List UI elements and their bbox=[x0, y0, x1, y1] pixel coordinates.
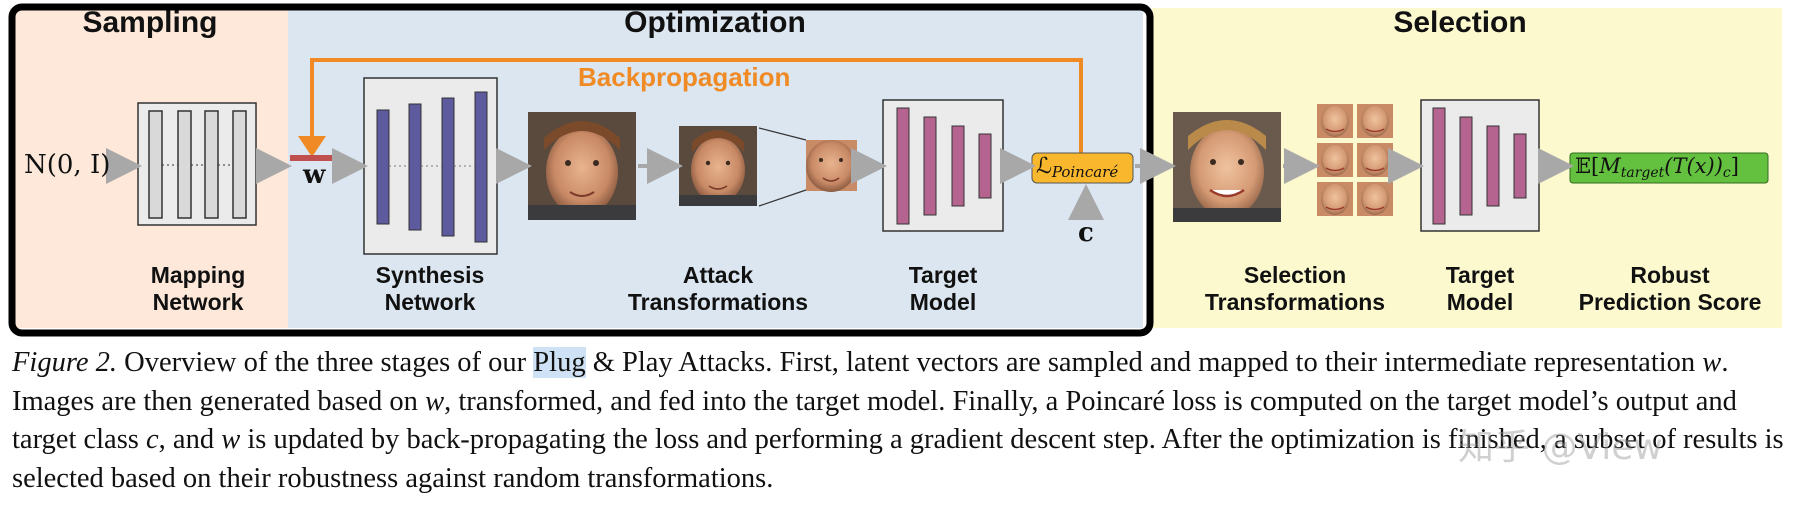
caption-text: , transformed, and fed into the target m… bbox=[12, 385, 1737, 456]
generated-face-image bbox=[528, 112, 636, 220]
caption-highlighted-word: Plug bbox=[533, 347, 586, 378]
label-line: Model bbox=[1446, 289, 1514, 315]
backpropagation-label: Backpropagation bbox=[578, 62, 791, 92]
sampling-title: Sampling bbox=[82, 6, 218, 39]
label-line: Robust bbox=[1630, 262, 1710, 288]
caption-figure-number: Figure 2. bbox=[12, 347, 118, 378]
loss-subscript: Poincaré bbox=[1051, 163, 1119, 181]
target-class-label: c bbox=[1078, 218, 1094, 248]
backpropagation-arrow bbox=[310, 58, 1083, 162]
caption-var-w: w bbox=[425, 385, 445, 417]
synthesis-network-bars bbox=[376, 91, 488, 243]
label-line: Prediction Score bbox=[1578, 289, 1762, 315]
label-line: Target bbox=[1445, 262, 1515, 288]
figure-caption: Figure 2. Overview of the three stages o… bbox=[12, 344, 1792, 498]
mapping-network-label: Mapping Network bbox=[118, 262, 278, 316]
loss-symbol: ℒ bbox=[1036, 154, 1052, 179]
score-expectation: 𝔼[ bbox=[1575, 154, 1600, 178]
selected-face-image bbox=[1173, 112, 1281, 222]
label-line: Model bbox=[909, 289, 977, 315]
caption-text: , and bbox=[158, 424, 222, 455]
backpropagation-arrowhead bbox=[298, 136, 326, 157]
target-model-2-bars bbox=[1432, 107, 1527, 225]
caption-text: is updated by back-propagating the loss … bbox=[12, 424, 1784, 494]
selection-title: Selection bbox=[1393, 6, 1527, 39]
augmented-face-grid bbox=[1317, 104, 1393, 216]
latent-w-label: w bbox=[303, 160, 326, 190]
diagram-canvas bbox=[8, 3, 1782, 337]
target-model-2-label: Target Model bbox=[1420, 262, 1540, 316]
label-line: Synthesis bbox=[375, 262, 485, 288]
caption-var-w: w bbox=[221, 424, 241, 455]
label-line: Network bbox=[152, 289, 244, 315]
label-line: Target bbox=[908, 262, 978, 288]
score-args: (T(x)) bbox=[1664, 154, 1723, 178]
score-m: M bbox=[1599, 154, 1621, 178]
target-model-1-bars bbox=[896, 107, 992, 225]
robust-score-label: 𝔼[Mtarget(T(x))c] bbox=[1575, 154, 1739, 181]
cropped-face-image bbox=[806, 140, 857, 192]
caption-text: . Images are then generated based on bbox=[12, 347, 1729, 417]
robust-prediction-score-label: Robust Prediction Score bbox=[1570, 262, 1770, 316]
optimization-title: Optimization bbox=[624, 6, 806, 39]
label-line: Transformations bbox=[627, 289, 809, 315]
transformed-face-image bbox=[679, 126, 757, 206]
label-line: Attack bbox=[682, 262, 754, 288]
label-line: Mapping bbox=[150, 262, 246, 288]
poincare-loss-label: ℒPoincaré bbox=[1036, 154, 1118, 181]
figure-diagram: Sampling Optimization Selection Backprop… bbox=[8, 3, 1782, 337]
attack-transformations-label: Attack Transformations bbox=[613, 262, 823, 316]
caption-var-c: c bbox=[146, 424, 159, 455]
caption-text: Overview of the three stages of our bbox=[117, 347, 534, 378]
latent-w-bar bbox=[290, 155, 338, 161]
watermark: 知乎 @View bbox=[1458, 427, 1663, 468]
mapping-network-bars bbox=[148, 110, 247, 219]
score-c-sub: c bbox=[1722, 165, 1731, 181]
score-close: ] bbox=[1730, 154, 1739, 178]
label-line: Selection bbox=[1243, 262, 1347, 288]
caption-text: & Play Attacks. First, latent vectors ar… bbox=[585, 347, 1703, 378]
label-line: Transformations bbox=[1204, 289, 1386, 315]
selection-transformations-label: Selection Transformations bbox=[1190, 262, 1400, 316]
synthesis-network-label: Synthesis Network bbox=[350, 262, 510, 316]
label-line: Network bbox=[384, 289, 476, 315]
caption-var-w: w bbox=[1702, 347, 1722, 378]
score-target-sub: target bbox=[1620, 165, 1665, 181]
noise-input-label: N(0, I) bbox=[24, 150, 111, 180]
target-model-1-label: Target Model bbox=[883, 262, 1003, 316]
